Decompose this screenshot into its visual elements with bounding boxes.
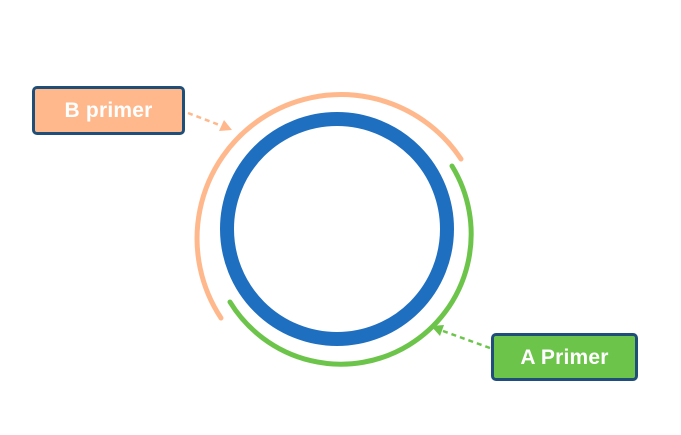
- template-circle: [220, 112, 454, 346]
- b-primer-arrowhead: [219, 120, 232, 131]
- a-primer-arrowhead: [431, 325, 444, 336]
- b-primer-pointer: [187, 111, 223, 128]
- a-primer-label: A Primer: [491, 333, 638, 381]
- a-primer-arc: [227, 163, 474, 367]
- a-primer-pointer: [442, 329, 491, 350]
- b-primer-label-text: B primer: [64, 99, 153, 122]
- b-primer-arc: [194, 92, 464, 321]
- b-primer-label: B primer: [32, 86, 185, 135]
- a-primer-label-text: A Primer: [520, 345, 609, 369]
